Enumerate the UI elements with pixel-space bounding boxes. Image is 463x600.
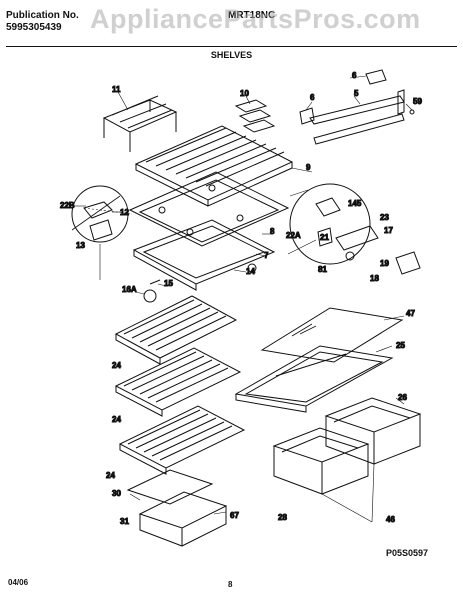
watermark: AppliancePartsPros.com (90, 4, 421, 34)
publication-number: 5995305439 (6, 22, 62, 33)
section-title: SHELVES (210, 50, 253, 60)
callout-label: 19 (380, 259, 389, 268)
part-trim-bar (299, 69, 415, 145)
part-wire-rack (102, 95, 178, 152)
part-top-shelf (134, 125, 294, 207)
part-clips (234, 99, 276, 133)
callout-labels: 11 10 6 5 59 6 9 22B 12 13 8 145 23 22A … (60, 71, 423, 527)
callout-label: 10 (240, 89, 249, 98)
callout-label: 8 (270, 227, 275, 236)
callout-label: 46 (386, 515, 395, 524)
diagram-reference-code: P05S0597 (386, 548, 429, 558)
callout-label: 6 (310, 93, 315, 102)
callout-label: 25 (396, 341, 405, 350)
part-meat-drawer (138, 491, 228, 547)
callout-label: 21 (320, 233, 329, 242)
callout-label: 14 (246, 267, 255, 276)
callout-label: 28 (278, 513, 287, 522)
leader-lines (74, 75, 413, 523)
callout-label: 24 (112, 361, 121, 370)
detail-circle-right (289, 183, 421, 275)
callout-label: 30 (112, 489, 121, 498)
model-number: MRT18NC (228, 10, 276, 21)
callout-label: 15 (164, 279, 173, 288)
callout-label: 7 (264, 251, 269, 260)
callout-label: 81 (318, 265, 327, 274)
part-meat-drawer-cover (126, 469, 214, 505)
part-crisper-drawer-left (272, 427, 370, 495)
callout-label: 12 (120, 208, 129, 217)
detail-circle-left (71, 185, 129, 243)
callout-label: 26 (398, 393, 407, 402)
callout-label: 18 (370, 274, 379, 283)
callout-label: 145 (348, 199, 362, 208)
part-wire-shelf-2 (114, 347, 242, 417)
part-cantilever-shelf (132, 219, 276, 291)
part-shelf-frame (128, 171, 290, 247)
part-wire-shelf-1 (114, 295, 238, 365)
callout-label: 24 (112, 415, 121, 424)
callout-label: 22B (60, 201, 75, 210)
callout-label: 31 (120, 517, 129, 526)
part-crisper-drawer-right (324, 397, 422, 465)
callout-label: 13 (76, 241, 85, 250)
part-small-hardware (143, 279, 161, 303)
callout-label: 11 (112, 85, 121, 94)
part-wire-shelf-3 (118, 405, 246, 475)
callout-label: 23 (380, 213, 389, 222)
callout-label: 67 (230, 511, 239, 520)
callout-label: 16A (122, 285, 137, 294)
footer-page-number: 8 (228, 580, 233, 589)
callout-label: 17 (384, 226, 393, 235)
part-crisper-cover-frame (234, 345, 394, 413)
header-rule (6, 46, 457, 47)
callout-label: 6 (352, 71, 357, 80)
callout-label: 5 (354, 89, 359, 98)
callout-label: 47 (406, 309, 415, 318)
callout-label: 22A (286, 231, 301, 240)
footer-date: 04/06 (8, 578, 29, 587)
callout-label: 24 (106, 471, 115, 480)
callout-label: 9 (306, 163, 311, 172)
publication-label: Publication No. (6, 10, 79, 21)
callout-label: 59 (413, 97, 422, 106)
